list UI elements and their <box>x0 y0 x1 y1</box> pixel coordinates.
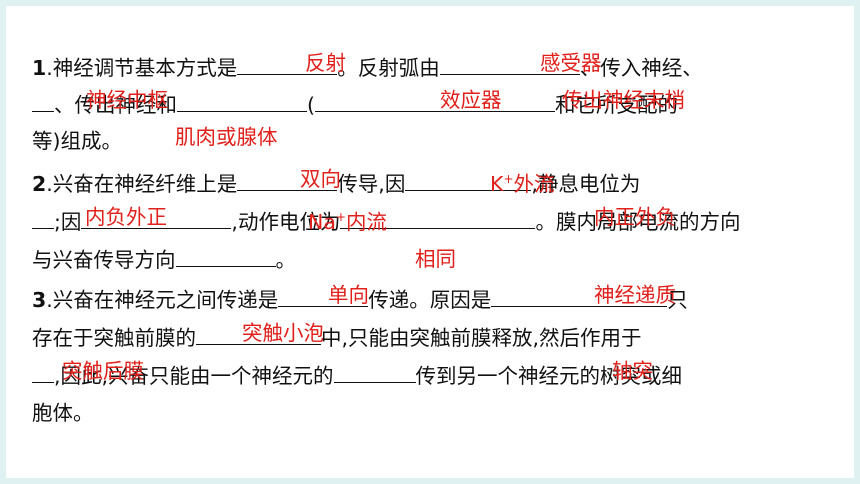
q3-answer-5: 轴突 <box>612 359 653 383</box>
q3-line-4: 胞体。 <box>32 398 94 428</box>
q2-text-1b: 传导,因 <box>337 172 406 196</box>
q1-text-2c: 和它所支配的 <box>555 93 678 117</box>
q3-blank-1 <box>278 284 369 307</box>
q1-line-2: 、传出神经和 ( 和它所支配的 <box>32 89 678 119</box>
q3-blank-5 <box>333 360 416 383</box>
q3-text-3b: 传到另一个神经元的树突或细 <box>415 364 683 388</box>
q1-answer-6: 肌肉或腺体 <box>175 125 278 149</box>
q3-text-2a: 存在于突触前膜的 <box>32 326 196 350</box>
q1-answer-4: 效应器 <box>440 88 502 112</box>
q3-answer-3: 突触小泡 <box>242 321 324 345</box>
q2-answer-6: 相同 <box>415 247 456 271</box>
q3-text-1c: 只 <box>667 288 688 312</box>
q2-blank-1 <box>237 168 338 191</box>
q1-answer-2: 感受器 <box>540 51 602 75</box>
q3-answer-2: 神经递质 <box>594 283 676 307</box>
q1-blank-5 <box>315 89 555 112</box>
q2-answer-2: K+外流 <box>490 171 555 196</box>
q1-blank-2 <box>439 52 580 75</box>
q2-answer-4: Na+内流 <box>308 209 387 234</box>
q1-text-2b: ( <box>307 93 315 117</box>
q3-blank-3 <box>196 322 321 345</box>
q2-answer-1: 双向 <box>300 167 341 191</box>
q2-blank-3 <box>32 206 54 229</box>
q2-blank-2 <box>405 168 532 191</box>
q2-text-1a: .兴奋在神经纤维上是 <box>46 172 238 196</box>
q2-blank-4 <box>81 206 232 229</box>
q2-line-2: ;因 ,动作电位为 。膜内局部电流的方向 <box>32 206 740 236</box>
q2-text-2a: ;因 <box>54 210 82 234</box>
q2-text-2b: ,动作电位为 <box>231 210 341 234</box>
q3-text-4a: 胞体。 <box>32 401 94 425</box>
q3-text-3a: ,因此,兴奋只能由一个神经元的 <box>54 364 334 388</box>
frame-left <box>0 0 6 484</box>
q1-blank-1 <box>237 52 338 75</box>
q2-line-1: 2.兴奋在神经纤维上是 传导,因 ,静息电位为 <box>32 168 640 198</box>
q2-text-2c: 。膜内局部电流的方向 <box>535 210 741 234</box>
q1-blank-4 <box>177 89 307 112</box>
q2-blank-5 <box>340 206 536 229</box>
q3-answer-1: 单向 <box>328 283 369 307</box>
q3-blank-4 <box>32 360 54 383</box>
q3-text-1a: .兴奋在神经元之间传递是 <box>46 288 279 312</box>
q1-answer-1: 反射 <box>305 51 346 75</box>
q2-line-3: 与兴奋传导方向 。 <box>32 244 296 274</box>
q1-text-2a: 、传出神经和 <box>54 93 177 117</box>
q3-blank-2 <box>491 284 668 307</box>
frame-right <box>854 0 860 484</box>
q2-number: 2 <box>32 172 47 196</box>
q1-blank-3 <box>32 89 54 112</box>
q3-answer-4: 突触后膜 <box>62 359 144 383</box>
q1-number: 1 <box>32 56 47 80</box>
q1-line-1: 1.神经调节基本方式是 。反射弧由 、传入神经、 <box>32 52 703 82</box>
frame-top <box>0 0 860 6</box>
q2-answer-3: 内负外正 <box>85 205 167 229</box>
q3-number: 3 <box>32 288 47 312</box>
q1-answer-5: 传出神经末梢 <box>562 88 685 112</box>
frame-bottom <box>0 478 860 484</box>
q2-answer-5: 内正外负 <box>594 205 676 229</box>
q1-text-1c: 、传入神经、 <box>579 56 703 80</box>
q3-text-2b: 中,只能由突触前膜释放,然后作用于 <box>321 326 642 350</box>
q3-line-1: 3.兴奋在神经元之间传递是 传递。原因是 只 <box>32 284 688 314</box>
q2-text-3a: 与兴奋传导方向 <box>32 248 176 272</box>
q2-text-3b: 。 <box>275 248 297 272</box>
q1-answer-3: 神经中枢 <box>86 88 168 112</box>
q1-text-1b: 。反射弧由 <box>337 56 440 80</box>
q1-text-3a: 等)组成。 <box>32 129 122 153</box>
q1-line-3: 等)组成。 <box>32 126 122 156</box>
q3-line-2: 存在于突触前膜的 中,只能由突触前膜释放,然后作用于 <box>32 322 642 352</box>
q2-blank-6 <box>175 244 276 267</box>
q2-text-1c: ,静息电位为 <box>531 172 641 196</box>
q1-text-1a: .神经调节基本方式是 <box>46 56 238 80</box>
q3-text-1b: 传递。原因是 <box>368 288 492 312</box>
q3-line-3: ,因此,兴奋只能由一个神经元的 传到另一个神经元的树突或细 <box>32 360 682 390</box>
